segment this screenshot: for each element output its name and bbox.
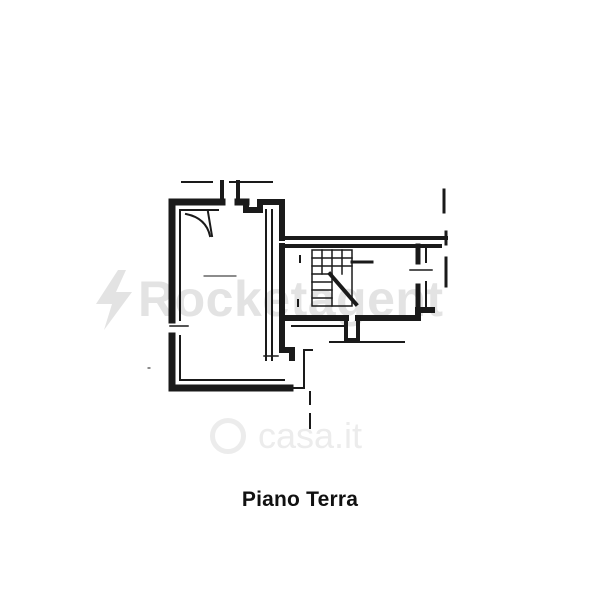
wall-partition-thin (265, 209, 273, 361)
column (344, 316, 360, 342)
wall-top-stub (220, 180, 240, 204)
lightning-bolt-icon (96, 270, 132, 330)
portal-logo-icon (210, 418, 246, 454)
wall-left-room-inner (179, 209, 285, 381)
wall-left-room (168, 198, 294, 392)
wall-stair-left (279, 243, 295, 361)
door-arc (184, 212, 212, 238)
wall-lower (289, 341, 405, 389)
staircase (311, 249, 374, 307)
wall-partition (243, 199, 285, 241)
floor-label: Piano Terra (241, 488, 359, 511)
wall-stair-top (280, 236, 448, 248)
